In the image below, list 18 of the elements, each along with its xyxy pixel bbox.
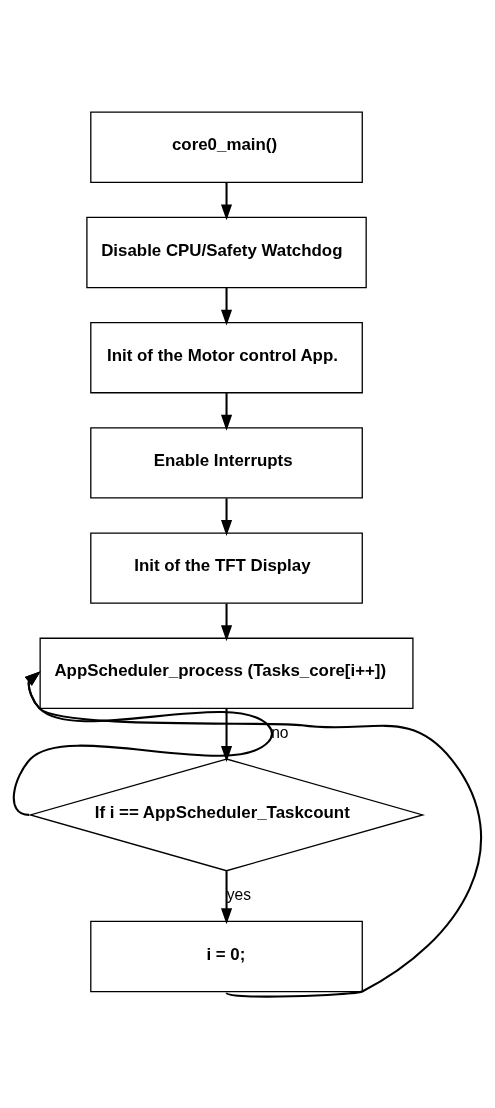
- node-box: Init of the Motor control App.: [90, 321, 363, 393]
- arrow: [220, 287, 233, 325]
- arrow: [220, 182, 233, 220]
- node-box: Disable CPU/Safety Watchdog: [86, 216, 367, 288]
- edge-label: no: [271, 723, 289, 741]
- node-box: AppScheduler_process (Tasks_core[i++]): [39, 637, 414, 709]
- arrow: [24, 670, 482, 998]
- arrow: [220, 392, 233, 431]
- node-box: Init of the TFT Display: [90, 531, 363, 604]
- arrow: [220, 870, 233, 924]
- arrow: [12, 670, 273, 816]
- node-diamond: If i == AppScheduler_Taskcount: [28, 757, 426, 871]
- arrow: [220, 708, 233, 762]
- node-box: core0_main(): [90, 111, 363, 183]
- arrow: [220, 603, 233, 641]
- arrow: [220, 497, 233, 536]
- node-box: i = 0;: [90, 920, 363, 992]
- node-box: Enable Interrupts: [90, 426, 363, 499]
